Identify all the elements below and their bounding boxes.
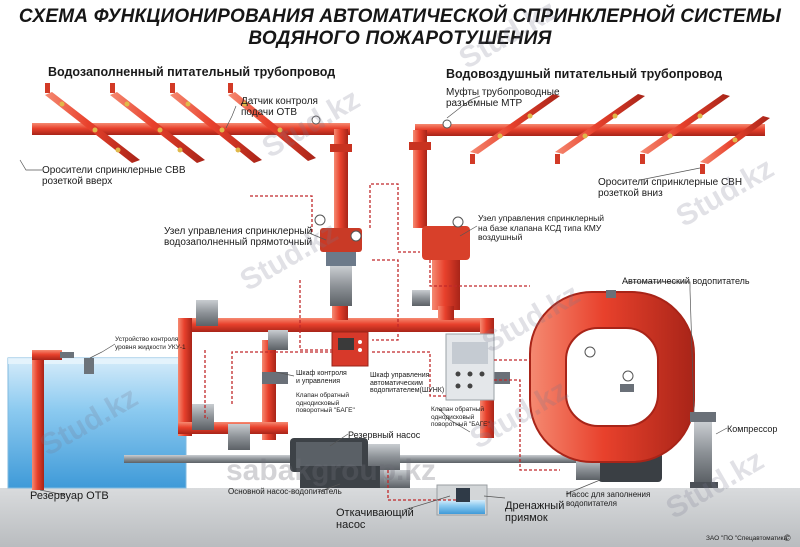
label-reservoir: Резервуар ОТВ	[30, 490, 109, 502]
label-compressor: Компрессор	[727, 424, 778, 434]
copyright-icon: ©	[784, 533, 791, 543]
left-control-unit	[314, 214, 362, 306]
floor	[0, 488, 800, 547]
heading-right: Водовоздушный питательный трубопровод	[446, 67, 723, 81]
drain-pump	[456, 488, 470, 502]
right-sprinkler-network	[409, 94, 770, 228]
compressor-unit	[690, 412, 718, 488]
footer-credit: ЗАО "ПО "Спецавтоматика"	[706, 535, 790, 542]
shunk-cabinet	[445, 333, 495, 401]
label-reserve-pump: Резервный насос	[348, 430, 421, 440]
automatic-feeder-vessel	[529, 290, 695, 463]
sensor-gauge	[311, 115, 321, 125]
page-title-line2: ВОДЯНОГО ПОЖАРОТУШЕНИЯ	[248, 28, 552, 49]
watermark-site: sabakgroup.kz	[226, 454, 437, 487]
main-pump-unit	[300, 466, 410, 488]
leader-lines	[19, 95, 728, 511]
right-control-unit	[412, 216, 470, 310]
control-cabinet	[331, 331, 369, 367]
label-auto-feeder: Автоматический водопитатель	[622, 276, 750, 286]
coupling-gauge	[442, 119, 452, 129]
reserve-pump-unit	[290, 438, 400, 472]
page-title-line1: СХЕМА ФУНКЦИОНИРОВАНИЯ АВТОМАТИЧЕСКОЙ СП…	[18, 6, 782, 27]
label-main-pump: Основной насос-водопитатель	[228, 487, 342, 496]
heading-left: Водозаполненный питательный трубопровод	[48, 65, 336, 79]
drain-pit-water	[439, 500, 485, 514]
signal-lines	[204, 183, 560, 501]
